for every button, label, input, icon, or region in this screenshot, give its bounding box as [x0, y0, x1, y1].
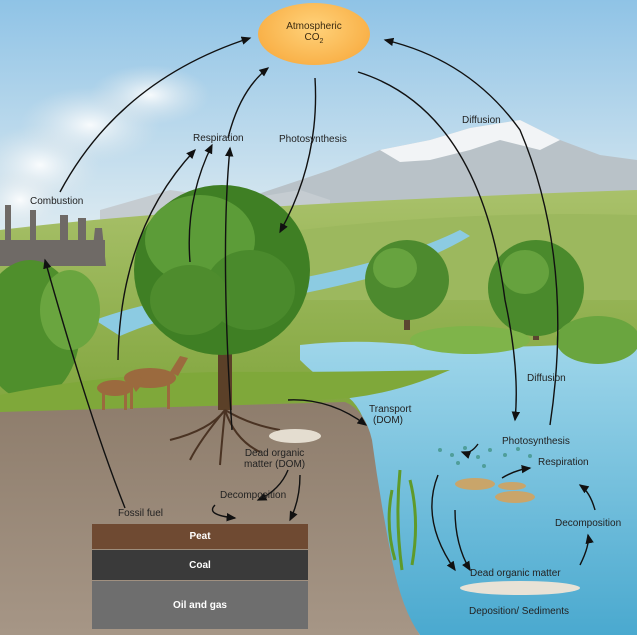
seabed-debris: [460, 581, 580, 595]
stratum-oil-gas: Oil and gas: [173, 599, 227, 611]
diffusion-mid-label: Diffusion: [527, 373, 566, 384]
aquatic-plant: [387, 469, 418, 571]
far-tree-1: [365, 240, 449, 330]
mountain-snow: [380, 120, 560, 162]
fossil-fuel-label: Fossil fuel: [118, 508, 164, 519]
combustion-label: Combustion: [30, 196, 84, 207]
tree-roots: [169, 409, 281, 466]
far-tree-2: [488, 240, 584, 340]
deposition-label: Deposition/ Sediments: [469, 606, 570, 617]
respiration-water-label: Respiration: [538, 457, 589, 468]
photosynthesis-water-label: Photosynthesis: [502, 436, 570, 447]
organic-debris: [269, 429, 321, 443]
phytoplankton: [438, 446, 532, 468]
atmospheric-co2-label: Atmospheric: [286, 21, 342, 32]
decomposition-land-label: Decomposition: [220, 490, 287, 501]
respiration-land-label: Respiration: [193, 133, 244, 144]
diffusion-top-label: Diffusion: [462, 115, 501, 126]
factory: [0, 205, 106, 266]
photosynthesis-land-label: Photosynthesis: [279, 134, 347, 145]
fish: [455, 478, 535, 503]
oil-gas-layer: [92, 581, 308, 629]
decomposition-water-label: Decomposition: [555, 518, 622, 529]
atmospheric-co2-node: Atmospheric CO2: [258, 3, 370, 65]
deer: [97, 356, 188, 410]
coal-layer: [92, 550, 308, 580]
main-tree: [134, 185, 310, 410]
transport-label: Transport (DOM): [369, 404, 412, 426]
stratum-peat: Peat: [189, 531, 211, 542]
peat-layer: [92, 524, 308, 549]
co2-formula: CO2: [304, 32, 324, 45]
dead-organic-land-label: Dead organic matter (DOM): [244, 448, 306, 470]
cycle-arrows: [43, 36, 596, 572]
dead-organic-water-label: Dead organic matter: [470, 568, 561, 579]
stratum-coal: Coal: [189, 559, 211, 571]
